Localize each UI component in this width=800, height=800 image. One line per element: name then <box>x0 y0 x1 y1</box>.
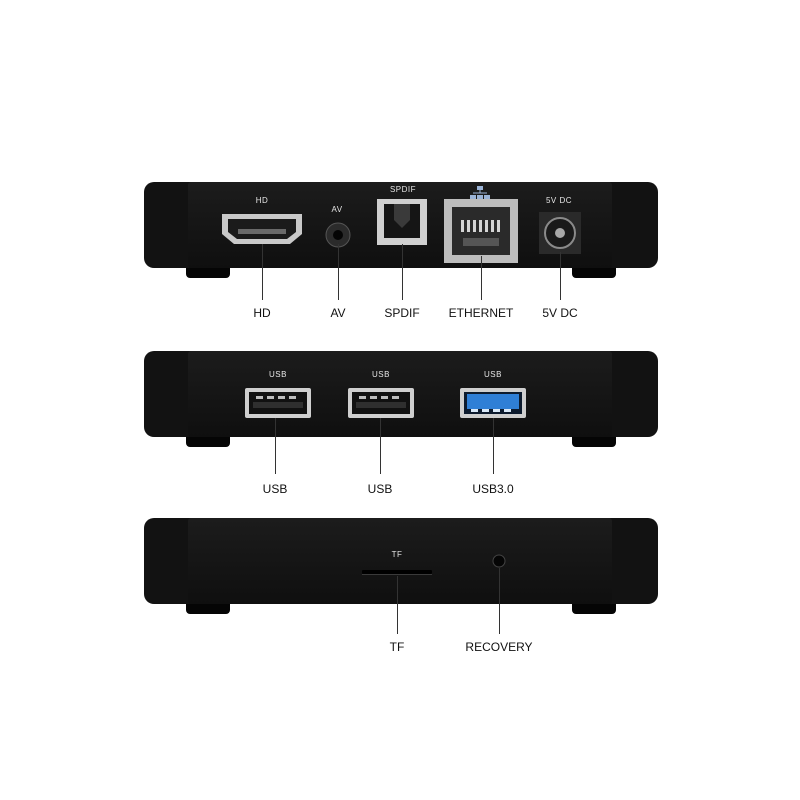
network-icon <box>470 186 490 199</box>
usb3-port <box>460 388 526 418</box>
tf-card-slot <box>362 570 432 575</box>
recovery-hole <box>492 554 506 568</box>
tf-callout: TF <box>389 640 405 654</box>
dc-port <box>539 212 581 254</box>
recovery-callout: RECOVERY <box>465 640 533 654</box>
hd-port-label: HD <box>255 196 269 205</box>
device-foot <box>572 268 616 278</box>
device-foot <box>186 268 230 278</box>
dc-port-label: 5V DC <box>545 196 573 205</box>
usb3-port-label: USB <box>484 370 502 379</box>
usb2-callout: USB <box>367 482 393 496</box>
ethernet-callout: ETHERNET <box>448 306 514 320</box>
usb2-port-label: USB <box>372 370 390 379</box>
av-callout: AV <box>330 306 346 320</box>
dc-callout: 5V DC <box>542 306 578 320</box>
hdmi-port <box>222 214 302 244</box>
spdif-port <box>377 199 427 245</box>
tf-port-label: TF <box>391 550 403 559</box>
av-port-label: AV <box>331 205 343 214</box>
av-port <box>325 222 351 248</box>
device-foot <box>186 437 230 447</box>
ethernet-port <box>444 199 518 263</box>
spdif-port-label: SPDIF <box>389 185 417 194</box>
usb-port <box>348 388 414 418</box>
usb1-port-label: USB <box>269 370 287 379</box>
spdif-callout: SPDIF <box>384 306 420 320</box>
device-face <box>188 518 612 604</box>
usb1-callout: USB <box>262 482 288 496</box>
device-foot <box>572 437 616 447</box>
hd-callout: HD <box>253 306 271 320</box>
device-foot <box>572 604 616 614</box>
device-foot <box>186 604 230 614</box>
usb3-callout: USB3.0 <box>472 482 514 496</box>
usb-port <box>245 388 311 418</box>
